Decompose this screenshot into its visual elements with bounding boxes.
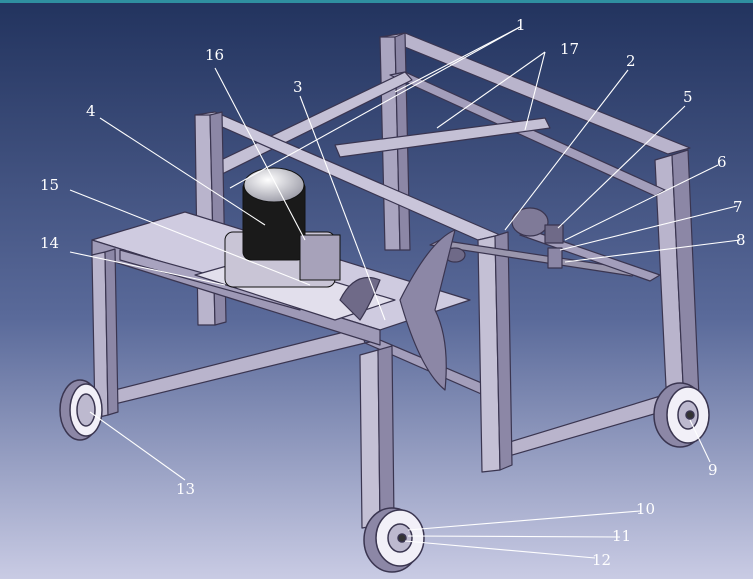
cutter-mechanism xyxy=(399,229,456,391)
callout-12: 12 xyxy=(592,551,611,569)
wheel-front xyxy=(363,507,425,573)
back-top-beam xyxy=(379,32,691,155)
callout-9: 9 xyxy=(708,461,718,479)
upper-cross-beam-2 xyxy=(334,117,551,158)
callout-15: 15 xyxy=(40,176,59,194)
motor-cap xyxy=(243,167,305,203)
wheels xyxy=(59,379,710,573)
cutter-blade-left xyxy=(339,276,381,321)
callout-7: 7 xyxy=(733,198,743,216)
callout-17: 17 xyxy=(560,40,579,58)
back-mid-beam xyxy=(389,71,666,197)
front-right-post-side xyxy=(494,231,513,471)
front-mid-post xyxy=(359,349,381,529)
callout-8: 8 xyxy=(736,231,746,249)
leader-lines xyxy=(69,26,741,559)
callout-1: 1 xyxy=(516,16,526,34)
bearing-housing xyxy=(511,207,549,237)
callout-13: 13 xyxy=(176,480,195,498)
callout-3: 3 xyxy=(293,78,303,96)
platform-left-leg-side xyxy=(104,248,119,416)
machine-frame xyxy=(89,32,701,529)
viewport-top-edge xyxy=(0,0,753,3)
callout-4: 4 xyxy=(86,102,96,120)
callout-labels: 1 17 2 16 3 5 4 6 15 7 8 14 9 13 10 11 1… xyxy=(40,16,746,569)
callout-14: 14 xyxy=(40,234,59,252)
callout-6: 6 xyxy=(717,153,727,171)
callout-16: 16 xyxy=(205,46,224,64)
front-mid-post-side xyxy=(377,345,395,526)
callout-2: 2 xyxy=(626,52,636,70)
callout-10: 10 xyxy=(636,500,655,518)
motor-fins xyxy=(299,234,341,281)
bearing-block xyxy=(544,224,564,244)
callout-11: 11 xyxy=(612,527,631,545)
wheel-rear-left xyxy=(59,379,103,441)
callout-5: 5 xyxy=(683,88,693,106)
bracket-plate xyxy=(547,247,563,269)
wheel-rear-right xyxy=(653,382,710,448)
